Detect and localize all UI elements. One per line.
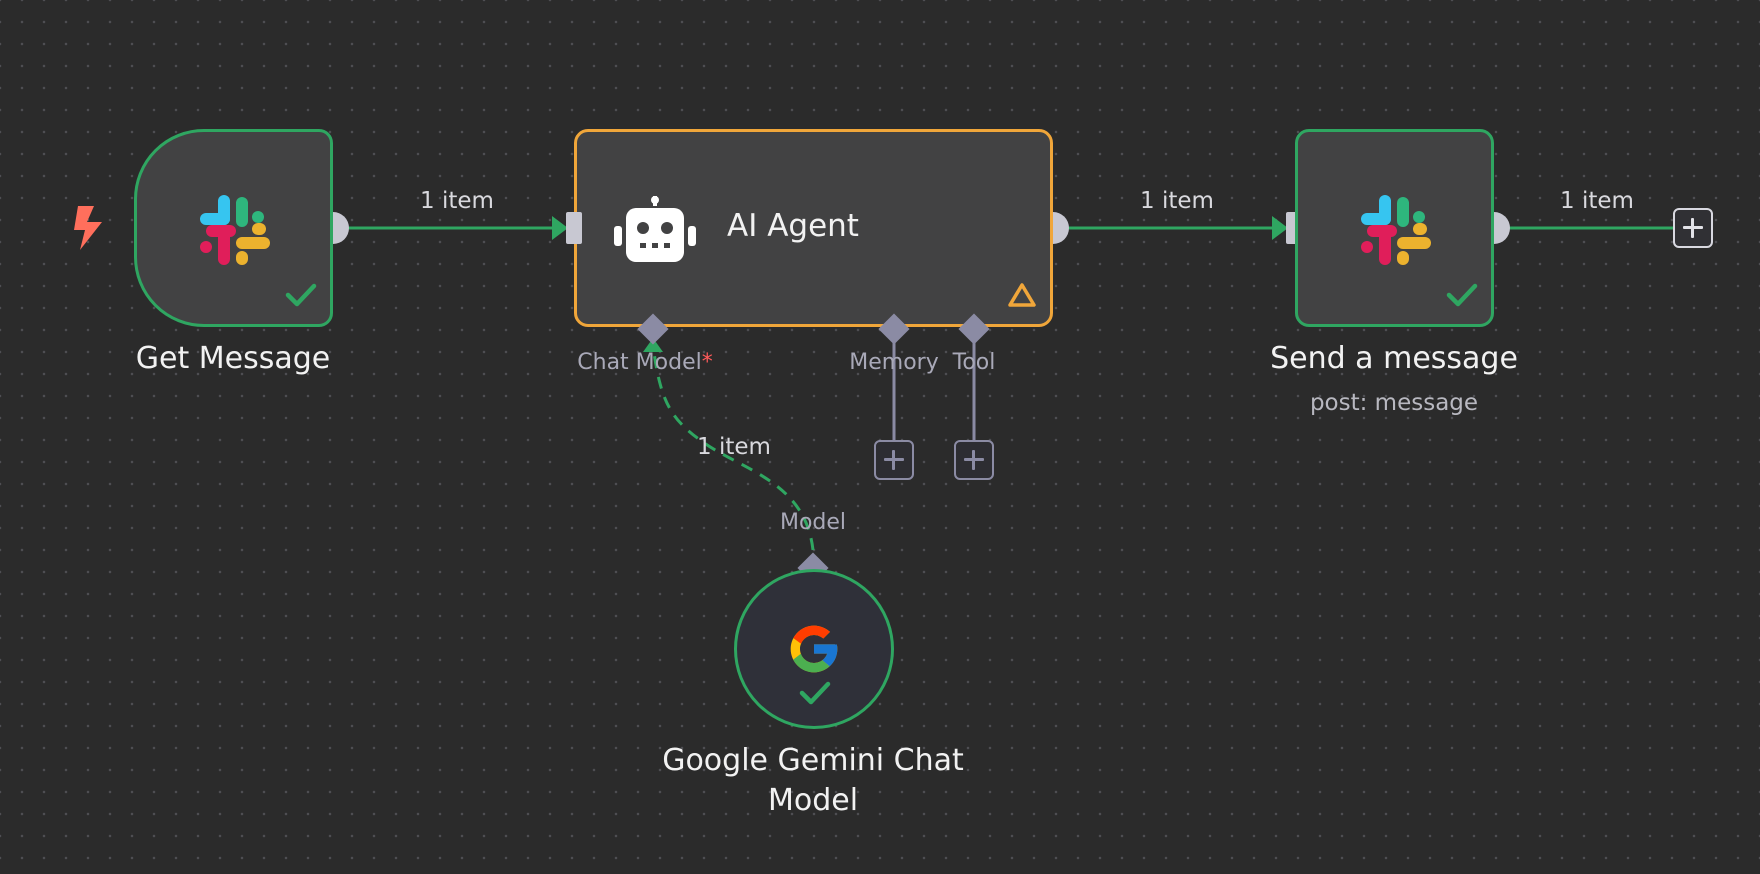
robot-icon xyxy=(614,196,696,262)
edge-label-agent-to-send: 1 item xyxy=(1140,188,1214,214)
success-check-icon xyxy=(1446,283,1478,307)
edge-arrow xyxy=(552,216,568,240)
success-check-icon xyxy=(799,681,831,705)
memory-port-diamond[interactable] xyxy=(875,310,913,348)
gemini-chat-model-title: Google Gemini Chat Model xyxy=(662,741,964,821)
model-port-label: Model xyxy=(779,510,847,535)
gemini-title-line-1: Google Gemini Chat xyxy=(662,743,964,778)
success-check-icon xyxy=(285,283,317,307)
tool-port-label: Tool xyxy=(952,350,996,375)
chat-model-port-diamond[interactable] xyxy=(634,310,672,348)
add-memory-button[interactable] xyxy=(874,440,914,480)
edge-label-send-out: 1 item xyxy=(1560,188,1634,214)
slack-icon xyxy=(1361,195,1431,265)
ai-agent-input-handle[interactable] xyxy=(566,212,582,244)
get-message-title: Get Message xyxy=(135,341,331,376)
gemini-title-line-2: Model xyxy=(767,783,859,818)
slack-icon xyxy=(200,195,270,265)
ai-agent-title: AI Agent xyxy=(727,208,859,244)
chat-model-port-label: Chat Model* xyxy=(577,350,713,375)
send-message-title: Send a message xyxy=(1270,341,1518,376)
edge-arrow xyxy=(1272,216,1288,240)
memory-port-label: Memory xyxy=(849,350,939,375)
tool-port-diamond[interactable] xyxy=(955,310,993,348)
edge-gemini-to-chat-model[interactable] xyxy=(651,344,815,551)
gemini-chat-model-node[interactable] xyxy=(734,569,894,729)
edge-label-gemini-to-agent: 1 item xyxy=(697,434,771,460)
edge-arrow xyxy=(643,338,663,352)
add-next-node-button[interactable] xyxy=(1673,208,1713,248)
send-message-node[interactable] xyxy=(1295,129,1494,327)
ai-agent-node[interactable]: AI Agent xyxy=(574,129,1053,327)
send-message-subtitle: post: message xyxy=(1309,390,1479,416)
google-icon xyxy=(790,625,838,673)
warning-triangle-icon[interactable] xyxy=(1007,282,1037,308)
edge-label-get-to-agent: 1 item xyxy=(420,188,494,214)
lightning-bolt-icon xyxy=(74,206,102,250)
required-asterisk: * xyxy=(701,350,713,375)
get-message-node[interactable] xyxy=(134,129,333,327)
add-tool-button[interactable] xyxy=(954,440,994,480)
